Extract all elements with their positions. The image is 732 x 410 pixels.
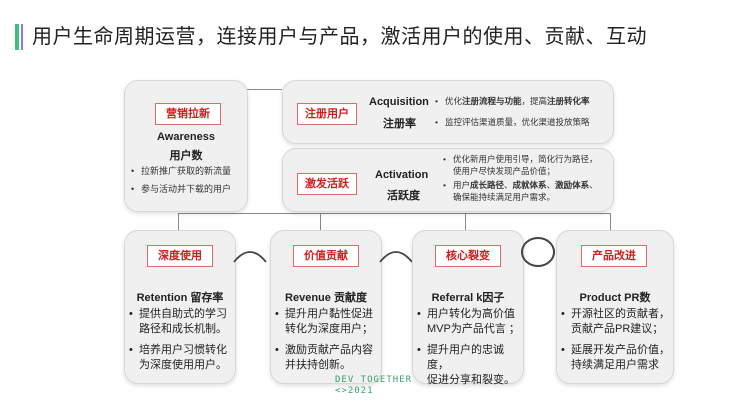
title-accent-bar-secondary [21, 24, 23, 50]
awareness-name-cn: 用户数 [169, 150, 203, 162]
activation-tag: 激发活跃 [297, 173, 357, 195]
connector-line [465, 213, 466, 230]
awareness-tag: 营销拉新 [155, 103, 221, 125]
list-item: 开源社区的贡献者，贡献产品PR建议； [561, 307, 673, 337]
activation-bullets: 优化新用户使用引导，简化行为路径，使用户尽快发现产品价值； 用户成长路径、成就体… [443, 153, 611, 203]
flow-arc-icon [233, 251, 267, 263]
list-item: 延展开发产品价值，持续满足用户需求 [561, 343, 673, 373]
connector-line [246, 89, 282, 90]
list-item: 用户成长路径、成就体系、激励体系、确保能持续满足用户需求。 [443, 179, 611, 203]
product-tag: 产品改进 [581, 245, 647, 267]
connector-line [178, 213, 179, 230]
retention-tag: 深度使用 [147, 245, 213, 267]
activation-name-cn: 活跃度 [387, 190, 420, 202]
acquisition-name-cn: 注册率 [383, 118, 416, 130]
awareness-name-en: Awareness [157, 131, 215, 143]
list-item: 监控评估渠道质量，优化渠道投放策略 [435, 116, 611, 129]
flow-arc-icon [379, 251, 413, 263]
connector-line [610, 213, 611, 230]
referral-tag: 核心裂变 [435, 245, 501, 267]
list-item: 提升用户的忠诚度，促进分享和裂变。 [417, 343, 523, 388]
product-bullets: 开源社区的贡献者，贡献产品PR建议； 延展开发产品价值，持续满足用户需求 [561, 307, 673, 373]
awareness-card: 营销拉新 Awareness 用户数 拉新推广获取的新流量 参与活动并下载的用户 [124, 80, 248, 212]
title-accent-bar [15, 24, 19, 50]
awareness-bullets: 拉新推广获取的新流量 参与活动并下载的用户 [131, 165, 243, 196]
connector-line [320, 213, 321, 230]
product-name: Product PR数 [579, 292, 651, 304]
list-item: 参与活动并下载的用户 [131, 183, 243, 196]
activation-name-en: Activation [375, 169, 429, 181]
connector-line [178, 213, 610, 214]
activation-card: 激发活跃 Activation 活跃度 优化新用户使用引导，简化行为路径，使用户… [282, 148, 614, 212]
watermark-year-text: <>2021 [335, 386, 374, 396]
watermark-logo-text: DEV TOGETHER [335, 375, 413, 385]
list-item: 优化新用户使用引导，简化行为路径，使用户尽快发现产品价值； [443, 153, 611, 177]
list-item: 拉新推广获取的新流量 [131, 165, 243, 178]
retention-name: Retention 留存率 [136, 292, 224, 304]
list-item: 优化注册流程与功能，提高注册转化率 [435, 95, 611, 108]
product-card: 产品改进 Product PR数 开源社区的贡献者，贡献产品PR建议； 延展开发… [556, 230, 674, 384]
acquisition-card: 注册用户 Acquisition 注册率 优化注册流程与功能，提高注册转化率 监… [282, 80, 614, 144]
page-title: 用户生命周期运营，连接用户与产品，激活用户的使用、贡献、互动 [32, 26, 647, 48]
acquisition-bullets: 优化注册流程与功能，提高注册转化率 监控评估渠道质量，优化渠道投放策略 [435, 95, 611, 129]
flow-circle-icon [521, 237, 555, 267]
revenue-name: Revenue 贡献度 [285, 292, 367, 304]
referral-name: Referral k因子 [431, 292, 505, 304]
revenue-tag: 价值贡献 [293, 245, 359, 267]
acquisition-name-en: Acquisition [369, 96, 429, 108]
acquisition-tag: 注册用户 [297, 103, 357, 125]
